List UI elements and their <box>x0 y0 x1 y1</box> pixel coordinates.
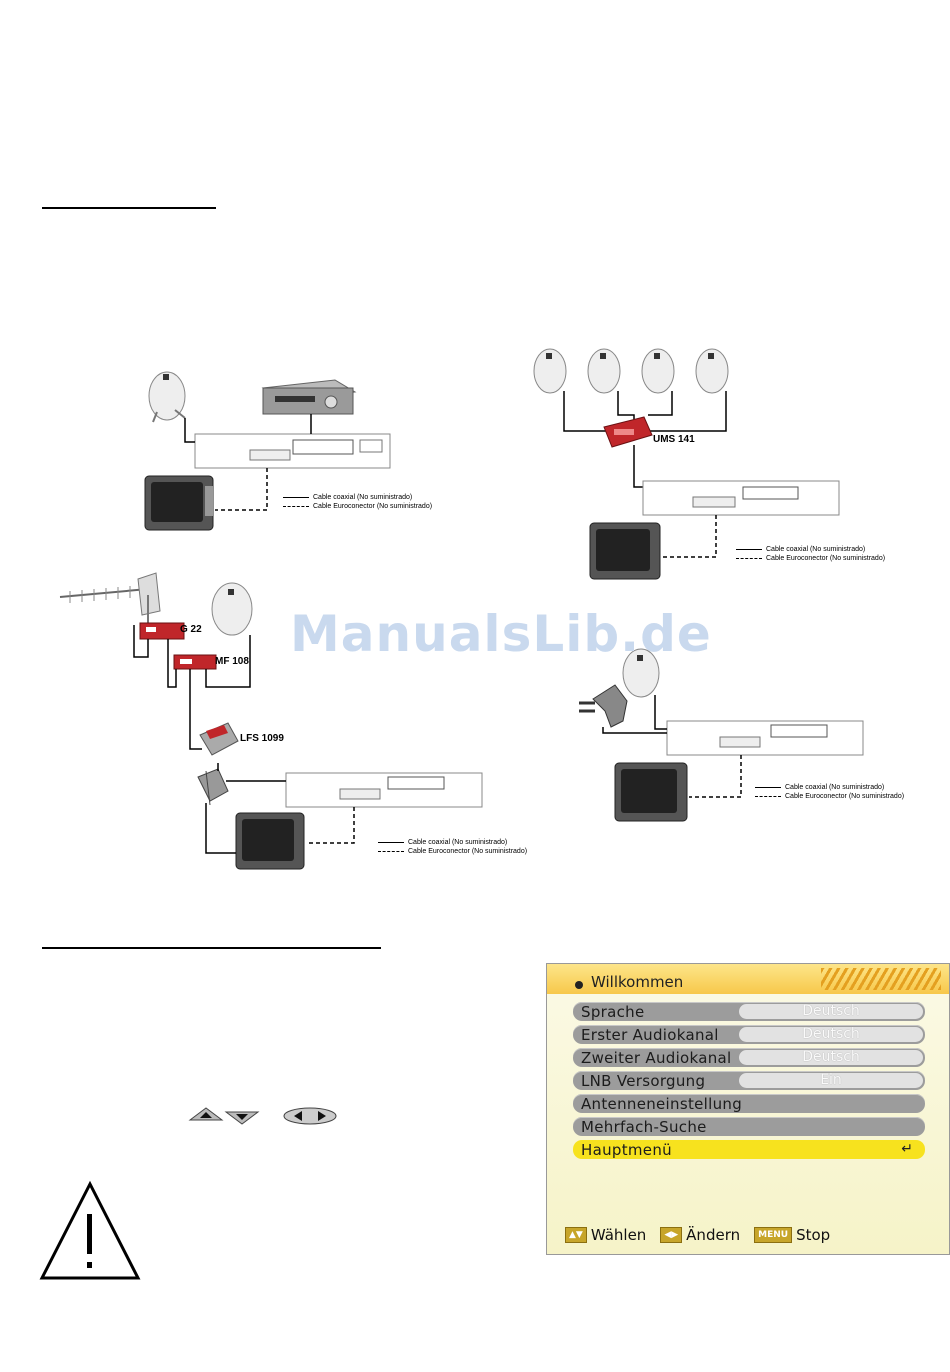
menu-item-lnb-versorgung[interactable]: LNB Versorgung Ein <box>573 1071 925 1090</box>
legend-euro: Cable Euroconector (No suministrado) <box>408 848 528 855</box>
section-rule-1 <box>42 207 216 209</box>
receiver-icon <box>642 480 840 516</box>
legend-diagram4: Cable coaxial (No suministrado) Cable Eu… <box>755 783 904 801</box>
watermark: ManualsLib.de <box>290 605 712 663</box>
tv-icon <box>614 762 688 822</box>
menu-item-antenneneinstellung[interactable]: Antenneneinstellung <box>573 1094 925 1113</box>
receiver-icon <box>285 772 483 808</box>
menu-item-value[interactable]: Ein <box>739 1073 923 1088</box>
menu-item-value[interactable]: Deutsch <box>739 1004 923 1019</box>
multiswitch-mf108-icon <box>173 654 217 670</box>
menu-item-label: Sprache <box>581 1003 645 1021</box>
menu-item-mehrfach-suche[interactable]: Mehrfach-Suche <box>573 1117 925 1136</box>
menu-item-hauptmenu[interactable]: Hauptmenü ↵ <box>573 1140 925 1159</box>
footer-stop-label: Stop <box>796 1226 831 1244</box>
menu-item-label: Mehrfach-Suche <box>581 1118 707 1136</box>
enter-icon: ↵ <box>901 1140 913 1156</box>
menu-item-label: LNB Versorgung <box>581 1072 706 1090</box>
satellite-dish-icon <box>533 348 729 394</box>
diagram-four-dishes-diseqc <box>533 348 840 580</box>
up-down-arrows-icon <box>188 1107 260 1125</box>
diagram-dish-vcr-receiver-tv <box>144 371 391 531</box>
osd-titlebar <box>547 964 949 994</box>
model-g22: G 22 <box>180 624 202 635</box>
legend-diagram1: Cable coaxial (No suministrado) Cable Eu… <box>283 493 432 511</box>
left-right-key-icon: ◀▶ <box>660 1227 683 1243</box>
left-right-arrows-icon <box>283 1107 337 1125</box>
menu-item-value[interactable]: Deutsch <box>739 1050 923 1065</box>
diagram-dish-plug <box>579 648 864 822</box>
footer-select-label: Wählen <box>590 1226 647 1244</box>
lnb-lfs1099-icon <box>199 722 239 756</box>
legend-diagram3: Cable coaxial (No suministrado) Cable Eu… <box>378 838 527 856</box>
menu-item-erster-audiokanal[interactable]: Erster Audiokanal Deutsch <box>573 1025 925 1044</box>
osd-title: Willkommen <box>591 973 684 991</box>
menu-item-value[interactable]: Deutsch <box>739 1027 923 1042</box>
satellite-dish-icon <box>622 648 660 698</box>
menu-item-label: Zweiter Audiokanal <box>581 1049 732 1067</box>
warning-triangle-icon <box>39 1180 141 1280</box>
menu-item-label: Hauptmenü <box>581 1141 672 1159</box>
receiver-icon <box>194 433 391 469</box>
osd-welcome-menu: Willkommen Sprache Deutsch Erster Audiok… <box>546 963 950 1255</box>
tv-icon <box>589 522 661 580</box>
power-plug-icon <box>579 684 628 728</box>
satellite-dish-icon <box>211 582 253 636</box>
model-lfs1099: LFS 1099 <box>240 733 284 744</box>
decorative-stripes <box>821 968 941 990</box>
diseqc-switch-icon <box>603 416 653 448</box>
amplifier-g22-icon <box>139 622 185 640</box>
legend-coax: Cable coaxial (No suministrado) <box>313 494 413 501</box>
section-rule-2 <box>42 947 381 949</box>
diagram-terrestrial-dish <box>59 572 483 870</box>
wall-outlet-icon <box>197 768 229 806</box>
tv-icon <box>235 812 305 870</box>
legend-coax: Cable coaxial (No suministrado) <box>408 839 508 846</box>
satellite-dish-icon <box>148 371 186 423</box>
vcr-icon <box>261 379 357 415</box>
terrestrial-antenna-icon <box>59 572 161 625</box>
menu-key-icon: MENU <box>754 1227 793 1243</box>
up-down-key-icon: ▲▼ <box>565 1227 587 1243</box>
legend-euro: Cable Euroconector (No suministrado) <box>313 503 433 510</box>
osd-footer: ▲▼ Wählen ◀▶ Ändern MENU Stop <box>565 1226 830 1244</box>
legend-euro: Cable Euroconector (No suministrado) <box>766 555 886 562</box>
menu-item-label: Erster Audiokanal <box>581 1026 719 1044</box>
arrow-keys-icon <box>188 1107 337 1125</box>
tv-icon <box>144 475 214 531</box>
bullet-icon <box>575 981 583 989</box>
legend-coax: Cable coaxial (No suministrado) <box>766 546 866 553</box>
model-ums141: UMS 141 <box>653 434 695 445</box>
menu-item-sprache[interactable]: Sprache Deutsch <box>573 1002 925 1021</box>
model-mf108: MF 108 <box>215 656 249 667</box>
legend-coax: Cable coaxial (No suministrado) <box>785 784 885 791</box>
receiver-icon <box>666 720 864 756</box>
menu-item-zweiter-audiokanal[interactable]: Zweiter Audiokanal Deutsch <box>573 1048 925 1067</box>
legend-euro: Cable Euroconector (No suministrado) <box>785 793 905 800</box>
footer-change-label: Ändern <box>686 1226 741 1244</box>
legend-diagram2: Cable coaxial (No suministrado) Cable Eu… <box>736 545 885 563</box>
menu-item-label: Antenneneinstellung <box>581 1095 743 1113</box>
